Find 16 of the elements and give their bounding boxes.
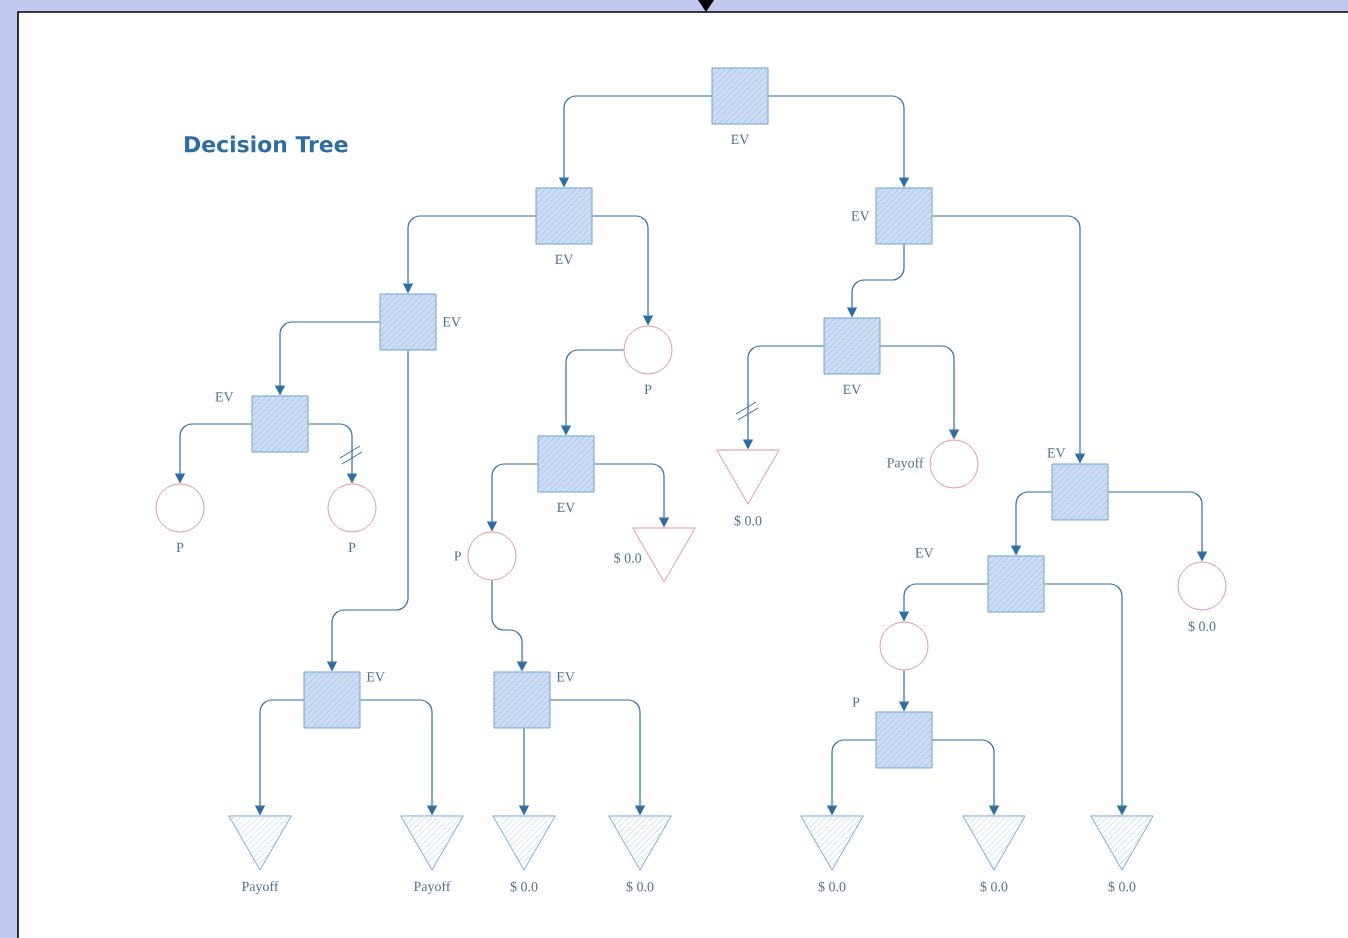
title: Decision Tree	[185, 135, 348, 153]
end-triangle	[400, 815, 464, 871]
end-triangle	[228, 815, 292, 871]
end-triangle	[492, 815, 556, 871]
end-triangle	[800, 815, 864, 871]
chance-circle	[623, 325, 673, 375]
chance-circle	[327, 483, 377, 533]
chance-circle	[155, 483, 205, 533]
end-triangle	[962, 815, 1026, 871]
end-triangle	[608, 815, 672, 871]
chance-circle	[467, 531, 517, 581]
chance-circle	[879, 621, 929, 671]
chance-circle	[929, 439, 979, 489]
chance-circle	[1177, 561, 1227, 611]
end-triangle	[1090, 815, 1154, 871]
end-triangle	[716, 449, 780, 505]
